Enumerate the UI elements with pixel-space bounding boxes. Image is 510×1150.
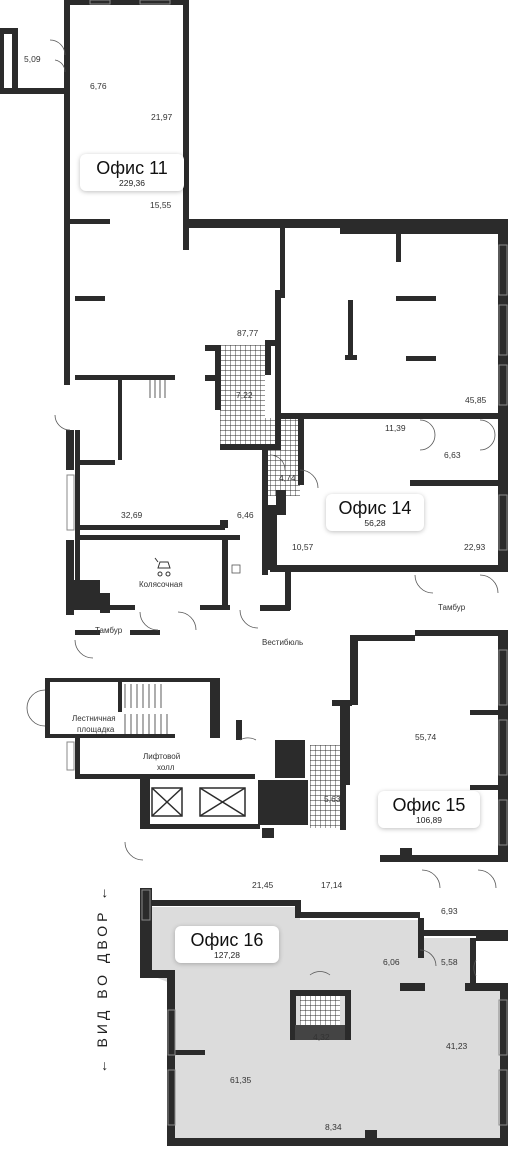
room-area: 6,93 (441, 906, 458, 916)
courtyard-view-text: ← ВИД ВО ДВОР ← (94, 882, 110, 1074)
office-15-card[interactable]: Офис 15 106,89 (378, 791, 480, 828)
stair-landing-label: Лестничная (72, 714, 116, 723)
room-area: 7,22 (236, 390, 253, 400)
room-area: 41,23 (446, 1041, 468, 1051)
room-area: 6,06 (383, 957, 400, 967)
room-area: 8,34 (325, 1122, 342, 1132)
room-area: 21,45 (252, 880, 274, 890)
office-11-card[interactable]: Офис 11 229,36 (80, 154, 184, 191)
room-area: 10,57 (292, 542, 314, 552)
room-area: 21,97 (151, 112, 173, 122)
room-area: 55,74 (415, 732, 437, 742)
lift-cabins (151, 787, 246, 817)
tiled-rooms (220, 345, 342, 1028)
room-area: 6,46 (237, 510, 254, 520)
room-area: 6,63 (444, 450, 461, 460)
lift-hall-label: холл (157, 763, 175, 772)
room-area: 4,74 (279, 473, 296, 483)
room-area: 61,35 (230, 1075, 252, 1085)
courtyard-view-caption: ← ВИД ВО ДВОР ← (92, 868, 114, 1088)
office-area: 106,89 (416, 815, 442, 825)
room-labels: Колясочная Тамбур Тамбур Вестибюль Лестн… (72, 580, 466, 772)
office-16-card[interactable]: Офис 16 127,28 (175, 926, 279, 963)
room-area: 32,69 (121, 510, 143, 520)
office-area: 56,28 (364, 518, 386, 528)
vestibule-label: Тамбур (438, 603, 466, 612)
doors (26, 39, 499, 977)
room-area: 5,58 (441, 957, 458, 967)
room-area: 17,14 (321, 880, 343, 890)
office-14-card[interactable]: Офис 14 56,28 (326, 494, 424, 531)
room-area: 6,76 (90, 81, 107, 91)
room-area: 5,63 (324, 794, 341, 804)
room-area: 11,39 (385, 423, 406, 433)
stair-landing-label: площадка (77, 725, 115, 734)
room-area: 22,93 (464, 542, 486, 552)
office-name: Офис 16 (190, 930, 264, 950)
room-areas: 5,09 6,76 21,97 15,55 87,77 7,22 45,85 1… (24, 54, 487, 1132)
windows (66, 0, 508, 1126)
office-name: Офис 15 (392, 795, 466, 815)
lobby-label: Вестибюль (262, 638, 303, 647)
stroller-room-label: Колясочная (139, 580, 183, 589)
office-area: 229,36 (119, 178, 145, 188)
room-area: 45,85 (465, 395, 487, 405)
office-name: Офис 14 (338, 498, 412, 518)
office-area: 127,28 (214, 950, 240, 960)
stroller-icon (154, 557, 171, 577)
room-area: 4,32 (313, 1032, 330, 1042)
lift-hall-label: Лифтовой (143, 752, 180, 761)
room-area: 5,09 (24, 54, 41, 64)
sink-icon (231, 564, 241, 574)
room-area: 87,77 (237, 328, 259, 338)
stair-treads (124, 380, 168, 734)
office-name: Офис 11 (96, 158, 168, 178)
vestibule-label: Тамбур (95, 626, 123, 635)
room-area: 15,55 (150, 200, 172, 210)
